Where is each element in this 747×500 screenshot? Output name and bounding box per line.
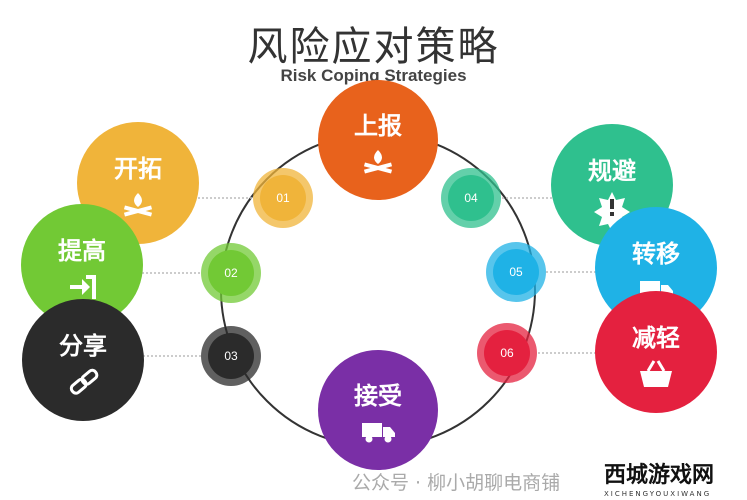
strategy-circle [595,291,717,413]
strategy-label: 减轻 [632,324,680,352]
step-number: 04 [464,191,478,205]
strategy-label: 分享 [59,332,107,360]
truck-icon [362,423,395,443]
campfire-icon [363,150,393,174]
strategy-label: 上报 [354,112,402,140]
step-number: 01 [276,191,290,205]
strategy-label: 提高 [58,237,106,265]
strategy-circle [318,80,438,200]
logo-subtext: XICHENGYOUXIWANG [604,490,712,498]
step-badge: 06 [477,323,537,383]
subtitle: Risk Coping Strategies [280,66,467,85]
link-icon [69,368,99,395]
step-number: 02 [224,266,238,280]
strategy-03: 分享 [22,299,144,421]
strategy-circle [318,350,438,470]
sign-in-icon [70,275,96,299]
strategy-label: 转移 [632,240,680,268]
basket-icon [640,360,672,387]
strategy-circle [22,299,144,421]
strategy-label: 规避 [588,157,636,185]
step-badge: 05 [486,242,546,302]
step-badge: 02 [201,243,261,303]
strategy-label: 开拓 [114,155,162,183]
step-badge: 01 [253,168,313,228]
strategy-02: 提高 [21,204,143,326]
step-badge: 04 [441,168,501,228]
strategy-05: 转移 [595,207,717,329]
strategy-top: 上报 [318,80,438,200]
title: 风险应对策略 [247,24,500,70]
strategy-circle [595,207,717,329]
step-number: 06 [500,346,514,360]
watermark: 公众号 · 柳小胡聊电商铺 [352,472,561,494]
strategy-circle [21,204,143,326]
strategy-label: 接受 [354,382,402,410]
strategy-06: 减轻 [595,291,717,413]
step-number: 05 [509,265,523,279]
step-number: 03 [224,349,238,363]
strategy-bottom: 接受 [318,350,438,470]
campfire-icon [123,193,153,217]
logo-text: 西城游戏网 [604,463,715,488]
step-badge: 03 [201,326,261,386]
